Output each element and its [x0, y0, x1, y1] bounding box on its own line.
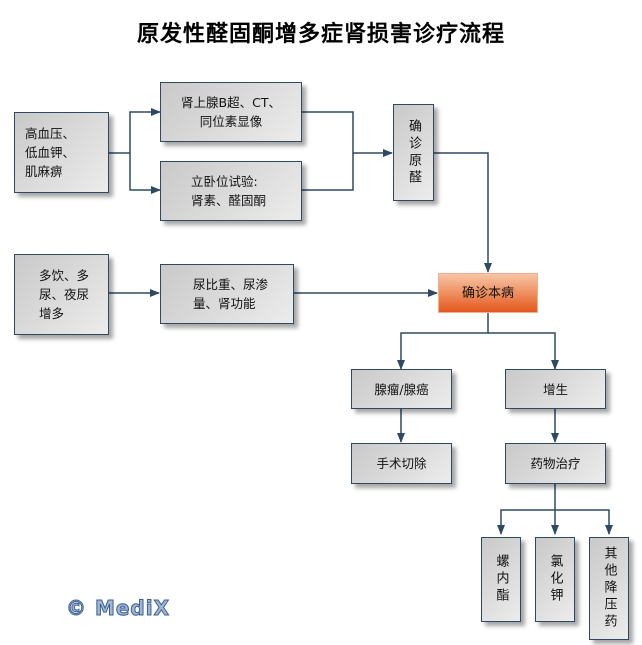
node-drug-therapy: 药物治疗: [505, 443, 606, 484]
node-adenoma: 腺瘤/腺癌: [351, 369, 452, 409]
edge-imaging-merge: [302, 111, 393, 157]
node-imaging: 肾上腺B超、CT、 同位素显像: [160, 82, 302, 142]
node-hyperplasia: 增生: [505, 369, 606, 409]
edge-symptoms1-posture: [129, 153, 161, 194]
edge-symptoms1-split: [109, 108, 161, 154]
node-confirm-disease: 确诊本病: [438, 273, 538, 313]
node-spironolactone: 螺内酯: [481, 537, 521, 622]
diagram-title: 原发性醛固酮增多症肾损害诊疗流程: [136, 21, 505, 47]
node-urine-tests: 尿比重、尿渗 量、肾功能: [160, 264, 294, 324]
node-confirm-primary-aldosteronism: 确诊原醛: [393, 104, 434, 201]
edge-posture-merge: [302, 153, 354, 191]
edge-drug-spironolactone: [497, 484, 556, 535]
node-other-antihypertensives: 其他降压药: [589, 537, 629, 640]
edge-drug-other: [555, 509, 613, 535]
node-surgery: 手术切除: [351, 443, 452, 484]
edge-primary-disease: [434, 152, 492, 273]
node-symptoms-polyuria: 多饮、多 尿、夜尿 增多: [14, 254, 109, 335]
node-posture-test: 立卧位试验: 肾素、醛固酮: [160, 161, 302, 221]
node-potassium-chloride: 氯化钾: [535, 537, 575, 622]
node-symptoms-hypertension: 高血压、 低血钾、 肌麻痹: [14, 112, 109, 193]
edge-disease-hyperplasia: [488, 332, 559, 370]
medix-watermark-logo: © MediX: [65, 596, 171, 621]
edge-disease-adenoma: [397, 313, 489, 370]
